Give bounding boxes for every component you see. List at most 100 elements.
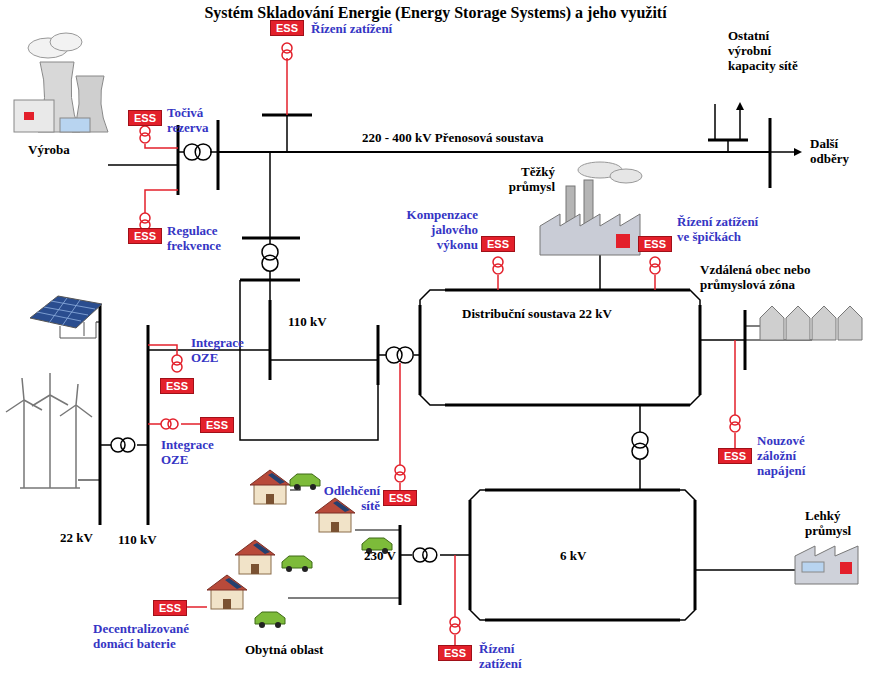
transformer-symbol	[395, 472, 405, 482]
ess-box: ESSNouzové záložní napájení	[718, 448, 752, 464]
transmission-lines	[400, 554, 470, 556]
ess-function-label: Řízení zatížení ve špičkách	[677, 214, 767, 244]
power-plant-icon	[24, 112, 34, 120]
grid-label: Vzdálená obec nebo průmyslová zóna	[700, 262, 865, 292]
house-icon	[211, 589, 243, 609]
transmission-lines	[286, 115, 288, 152]
remote-village-icon	[760, 306, 862, 340]
solar-panel-icon	[37, 298, 95, 326]
transmission-lines	[420, 290, 700, 405]
ess-function-label: Točivá rezerva	[167, 105, 229, 135]
transmission-lines	[217, 120, 220, 190]
grid-label: Lehký průmysl	[805, 508, 867, 538]
transmission-lines	[727, 140, 729, 152]
ess-box: ESSŘízení zatížení	[438, 645, 472, 661]
ess-tag: ESS	[384, 491, 416, 505]
ess-box: ESSTočivá rezerva	[128, 110, 162, 126]
transmission-lines	[470, 490, 695, 620]
ess-function-label: Nouzové záložní napájení	[757, 433, 833, 478]
transformer-symbol	[140, 133, 150, 143]
ess-function-label: Odlehčení sítě	[319, 483, 380, 513]
house-icon	[268, 473, 285, 484]
house-icon	[235, 540, 275, 555]
grid-label: Další odběry	[810, 136, 866, 166]
remote-village-icon	[812, 306, 836, 340]
transformer-symbol	[650, 264, 660, 274]
power-plant-icon	[14, 33, 108, 132]
house-icon	[239, 554, 271, 574]
transformer-symbol	[121, 438, 135, 452]
solar-panel-icon	[60, 322, 96, 338]
ess-tag: ESS	[639, 237, 671, 251]
wind-turbine-icon	[32, 373, 68, 406]
ess-feeder	[145, 190, 178, 213]
transmission-lines	[485, 490, 680, 620]
wind-turbine-icon	[60, 384, 92, 417]
power-plant-icon	[14, 100, 54, 132]
grid-label: Těžký průmysl	[493, 164, 555, 194]
ess-function-label: Řízení zatížení	[479, 641, 541, 671]
transformer-symbol	[632, 443, 648, 459]
heavy-industry-icon	[610, 169, 642, 183]
ess-tag: ESS	[719, 449, 751, 463]
house-icon	[315, 498, 355, 513]
transformer-symbol	[493, 264, 503, 274]
power-plant-icon	[50, 33, 82, 51]
ess-feeder	[148, 345, 177, 355]
transformer-symbol	[282, 50, 292, 60]
transmission-lines	[78, 104, 812, 620]
transformer-symbol	[397, 347, 413, 363]
remote-village-icon	[838, 306, 862, 340]
light-industry-icon	[795, 546, 858, 584]
wind-turbine-icon	[6, 373, 92, 488]
ess-tag: ESS	[154, 601, 186, 615]
transmission-lines	[700, 339, 745, 341]
transmission-lines	[147, 325, 150, 525]
ess-feeder	[399, 363, 401, 490]
light-industry-icon	[802, 562, 824, 572]
grid-label: Distribuční soustava 22 kV	[462, 306, 612, 321]
house-icon	[290, 474, 320, 486]
grid-label: Obytná oblast	[245, 642, 355, 657]
ess-feeder	[148, 423, 200, 425]
house-icon	[294, 484, 300, 490]
transmission-lines	[715, 104, 740, 140]
transmission-lines	[770, 151, 800, 153]
remote-village-icon	[786, 306, 810, 340]
ess-box: ESSOdlehčení sítě	[383, 490, 417, 506]
ess-function-label: Regulace frekvence	[167, 223, 237, 253]
transmission-lines	[399, 525, 402, 605]
house-icon	[275, 622, 281, 628]
transformer-symbol	[450, 624, 460, 634]
transmission-lines	[269, 152, 271, 238]
transmission-lines	[240, 280, 378, 440]
ess-function-label: Integrace OZE	[161, 437, 237, 467]
light-industry-icon	[840, 562, 852, 574]
ess-function-label: Integrace OZE	[191, 335, 253, 365]
wind-turbine-icon	[6, 378, 42, 412]
transmission-lines	[99, 305, 102, 525]
grid-label: 220 - 400 kV Přenosová soustava	[362, 130, 662, 145]
ess-feeder	[454, 555, 456, 645]
transformer-symbol	[111, 43, 740, 634]
ess-tag: ESS	[271, 21, 303, 35]
house-icon	[251, 564, 259, 574]
heavy-industry-icon	[540, 214, 640, 255]
ess-feeder	[145, 58, 735, 645]
ess-function-label: Kompenzace jalového výkonu	[402, 207, 478, 252]
diagram-title: Systém Skladování Energie (Energy Storag…	[0, 4, 871, 22]
house-icon	[255, 612, 285, 624]
house-icon	[250, 470, 290, 485]
transmission-lines	[242, 237, 300, 240]
ess-tag: ESS	[129, 111, 161, 125]
house-icon	[225, 578, 242, 589]
transmission-lines	[100, 444, 148, 446]
heavy-industry-icon	[616, 234, 630, 248]
transmission-lines	[420, 305, 700, 395]
power-plant-icon	[60, 118, 90, 132]
ess-feeder	[187, 606, 207, 608]
ess-feeder	[145, 144, 178, 148]
house-icon	[331, 522, 339, 532]
grid-label: 6 kV	[560, 548, 610, 563]
ess-tag: ESS	[201, 418, 233, 432]
